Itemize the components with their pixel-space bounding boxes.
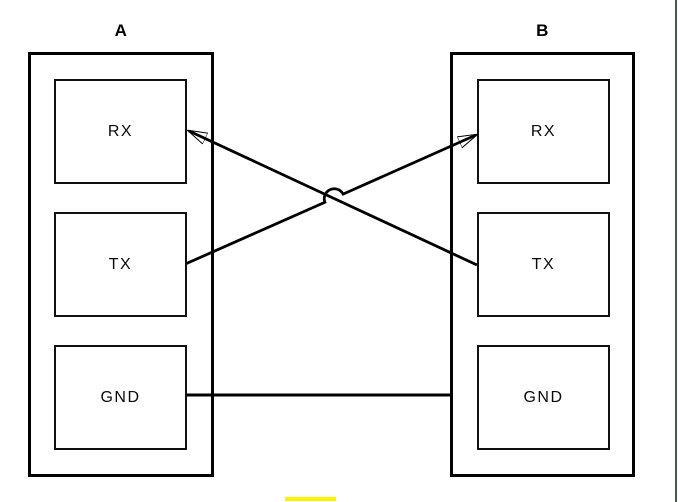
pin-label-b-tx: TX bbox=[531, 255, 556, 273]
pin-box-b-rx: RX bbox=[477, 79, 610, 184]
pin-box-a-rx: RX bbox=[54, 79, 187, 184]
pin-label-a-tx: TX bbox=[108, 255, 133, 273]
pin-box-a-tx: TX bbox=[54, 212, 187, 317]
pin-box-b-gnd: GND bbox=[477, 345, 610, 450]
wire-btx-to-arx bbox=[189, 131, 478, 267]
pin-label-a-rx: RX bbox=[107, 122, 134, 140]
pin-label-b-rx: RX bbox=[530, 122, 557, 140]
pin-label-b-gnd: GND bbox=[523, 388, 564, 406]
pin-box-b-tx: TX bbox=[477, 212, 610, 317]
pin-label-a-gnd: GND bbox=[100, 388, 141, 406]
wire-atx-to-brx bbox=[185, 135, 477, 265]
highlight-mark bbox=[285, 497, 336, 501]
device-b-label: B bbox=[536, 21, 549, 40]
page-edge-line bbox=[675, 0, 677, 502]
pin-box-a-gnd: GND bbox=[54, 345, 187, 450]
device-a-label: A bbox=[114, 21, 128, 40]
